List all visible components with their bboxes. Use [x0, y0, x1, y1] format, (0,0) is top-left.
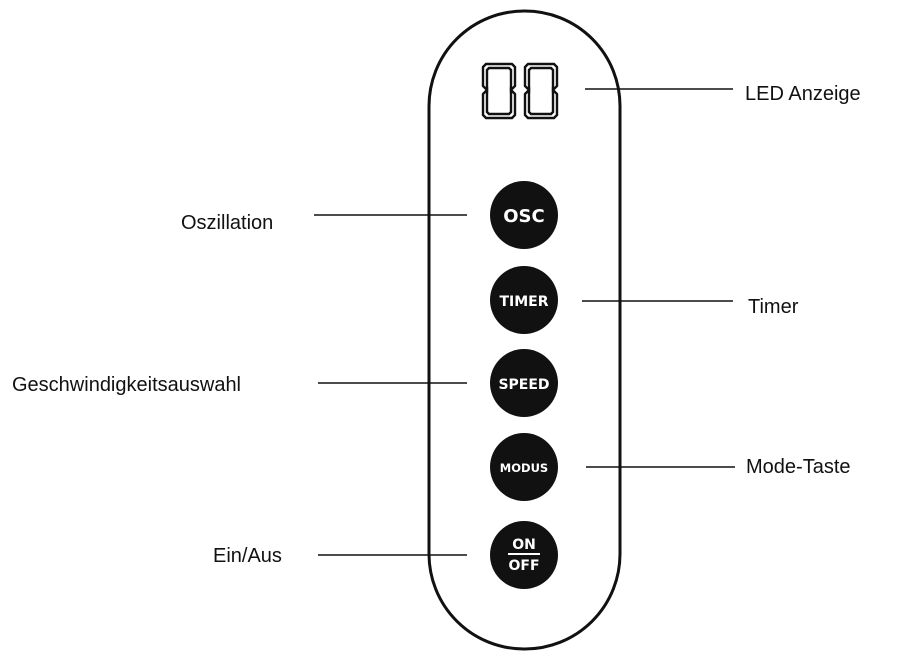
off-button-label: OFF	[508, 558, 539, 574]
osc-button-label: OSC	[503, 206, 544, 227]
led-digit-1	[481, 62, 517, 120]
osc-button[interactable]: OSC	[490, 181, 558, 249]
modus-button-label: MODUS	[500, 461, 548, 475]
modus-button[interactable]: MODUS	[490, 433, 558, 501]
led-callout-label: LED Anzeige	[745, 83, 861, 105]
led-digit-2	[523, 62, 559, 120]
speed-button-label: SPEED	[498, 377, 549, 393]
modus-callout-label: Mode-Taste	[746, 456, 851, 478]
timer-button-label: TIMER	[499, 294, 548, 310]
speed-button[interactable]: SPEED	[490, 349, 558, 417]
osc-callout-label: Oszillation	[181, 212, 273, 234]
led-display	[481, 62, 559, 120]
onoff-callout-label: Ein/Aus	[213, 545, 282, 567]
on-off-button[interactable]: ON OFF	[490, 521, 558, 589]
remote-body-outline	[427, 9, 622, 651]
timer-callout-label: Timer	[748, 296, 799, 318]
led-digits-value: 00	[520, 99, 522, 101]
speed-callout-label: Geschwindigkeitsauswahl	[12, 374, 241, 396]
timer-button[interactable]: TIMER	[490, 266, 558, 334]
on-button-label: ON	[512, 537, 536, 553]
